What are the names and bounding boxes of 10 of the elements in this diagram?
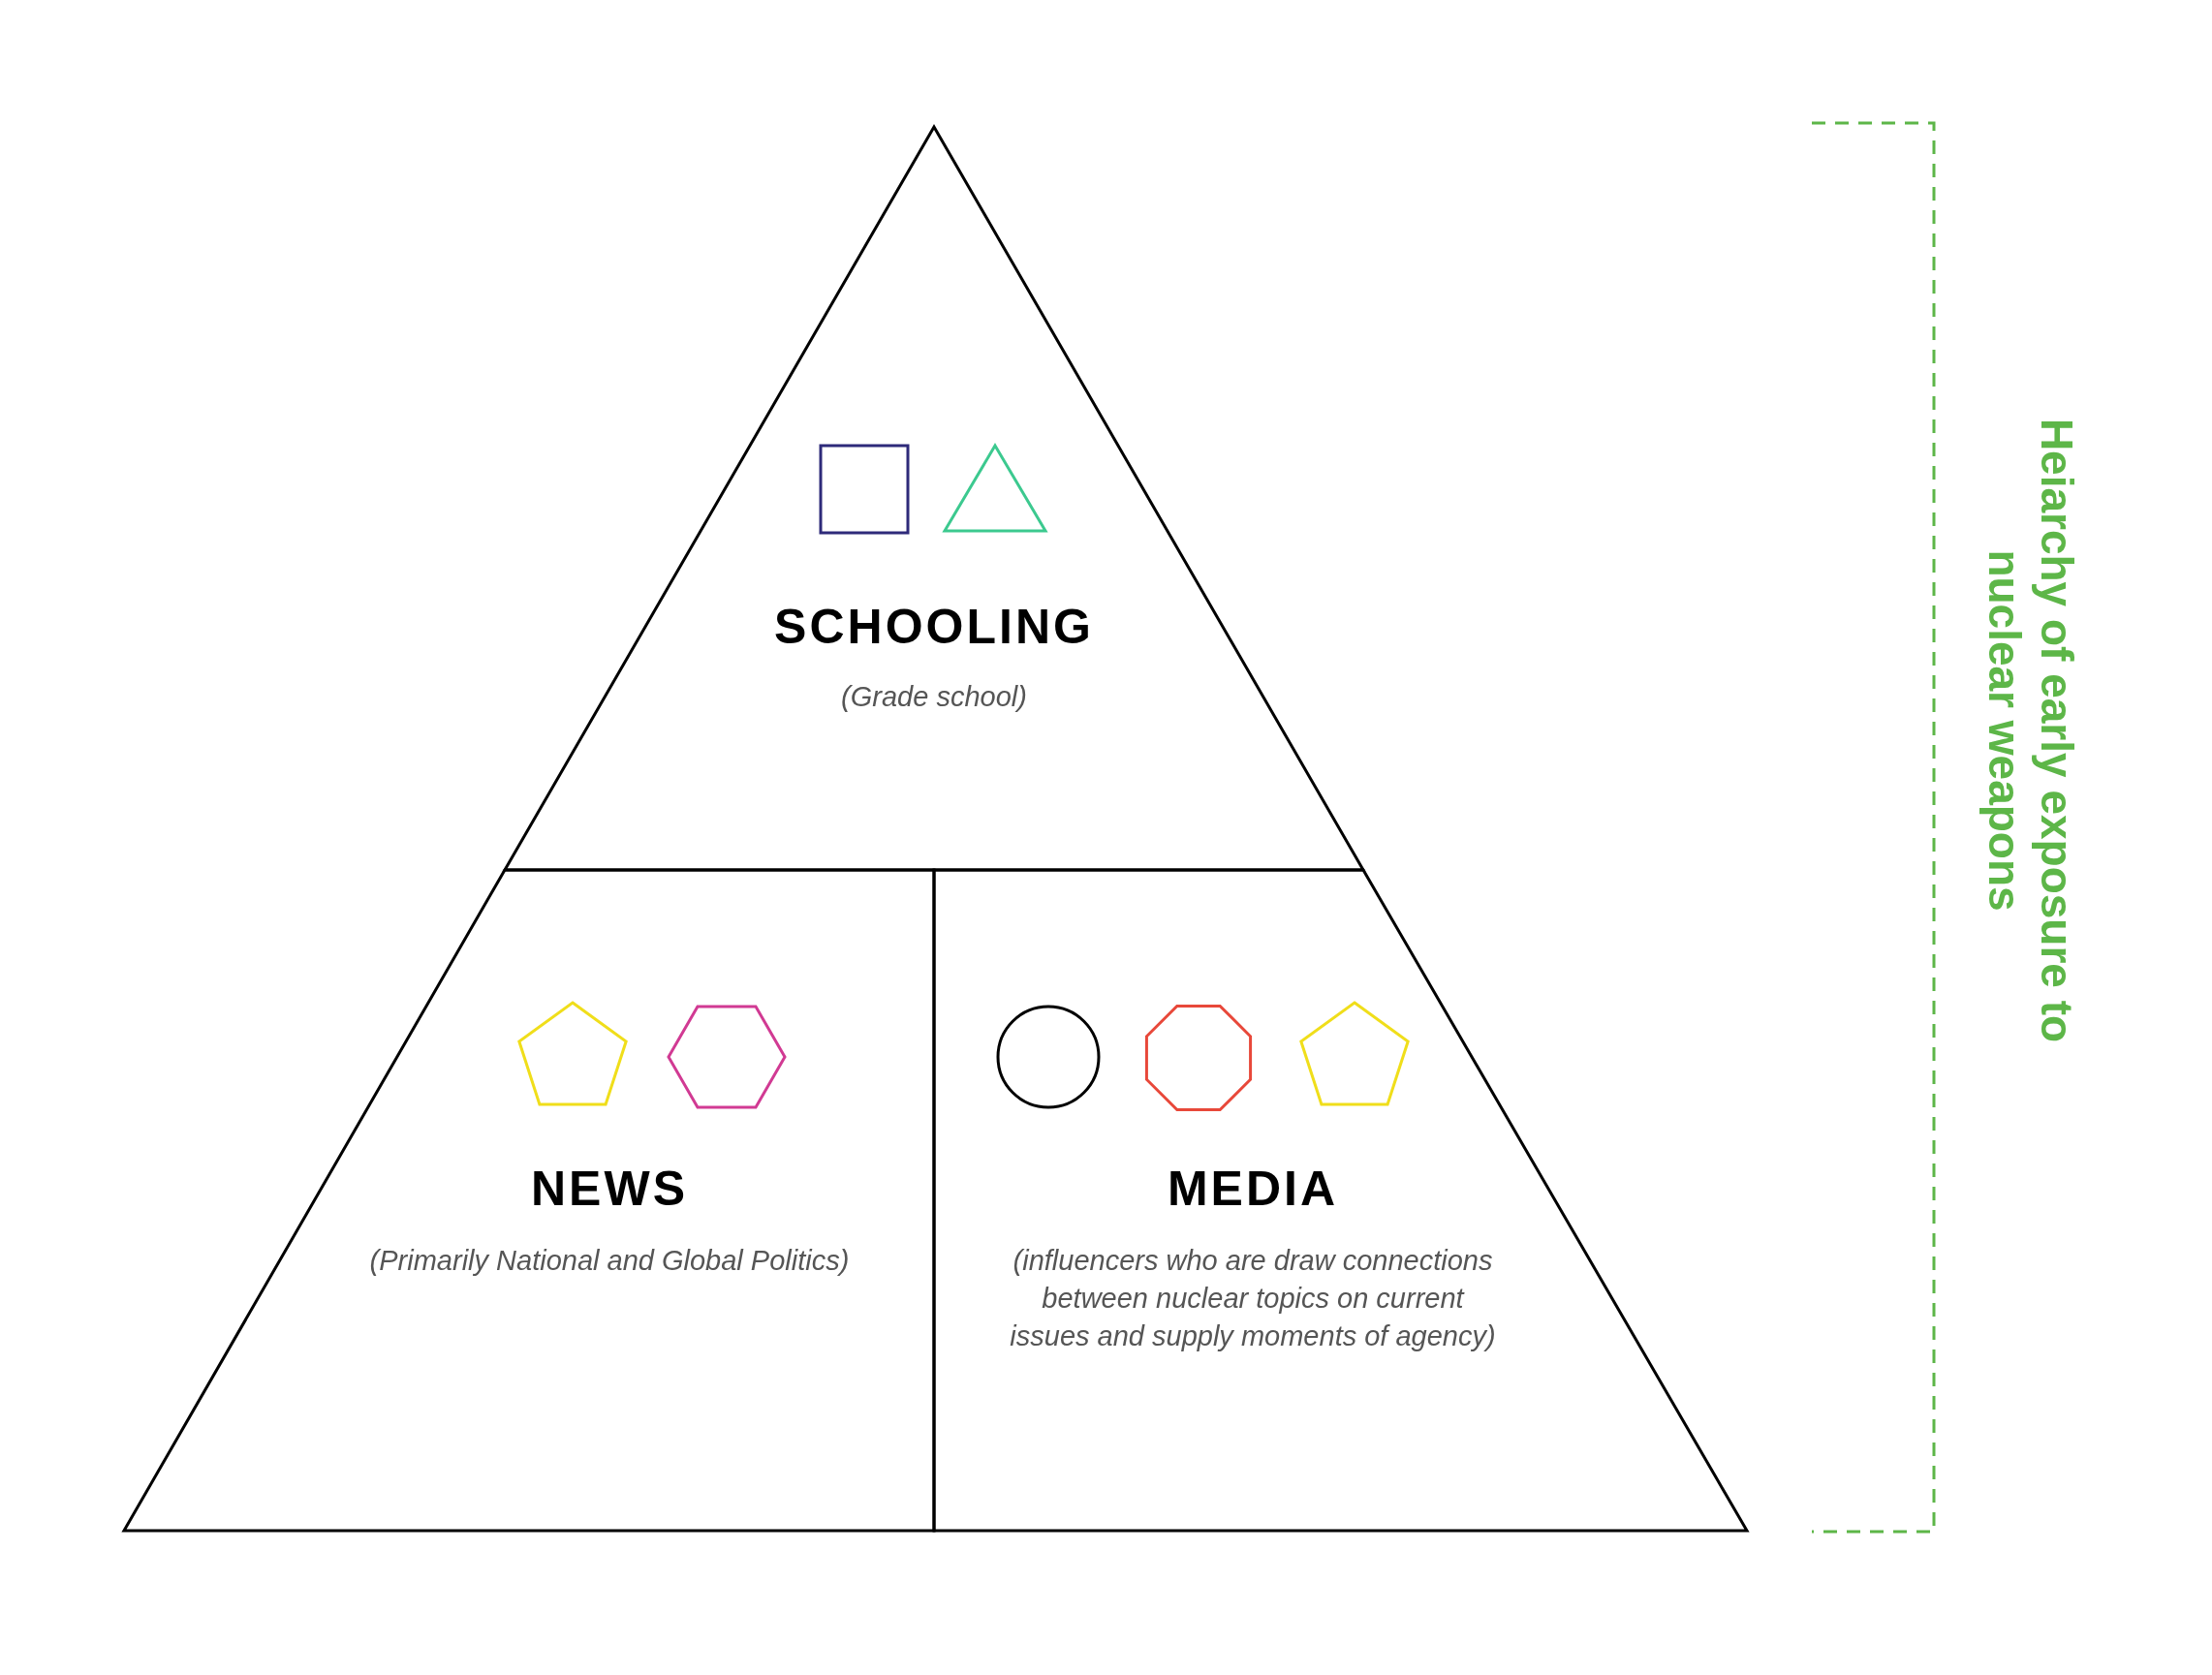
section-heading: NEWS xyxy=(531,1161,688,1217)
pyramid-section xyxy=(934,870,1747,1531)
section-description: (Grade school) xyxy=(840,680,1028,714)
pyramid-section xyxy=(124,870,934,1531)
section-heading: SCHOOLING xyxy=(774,599,1094,655)
section-description: (influencers who are draw connections between nuclear topics on current issues and supply moments of agency) xyxy=(1009,1244,1497,1353)
side-note: Heiarchy of early exposure to nuclear weapons xyxy=(1978,417,2083,1045)
section-description: (Primarily National and Global Politics) xyxy=(368,1244,851,1278)
section-heading: MEDIA xyxy=(1167,1161,1339,1217)
pyramid-section xyxy=(505,127,1363,870)
